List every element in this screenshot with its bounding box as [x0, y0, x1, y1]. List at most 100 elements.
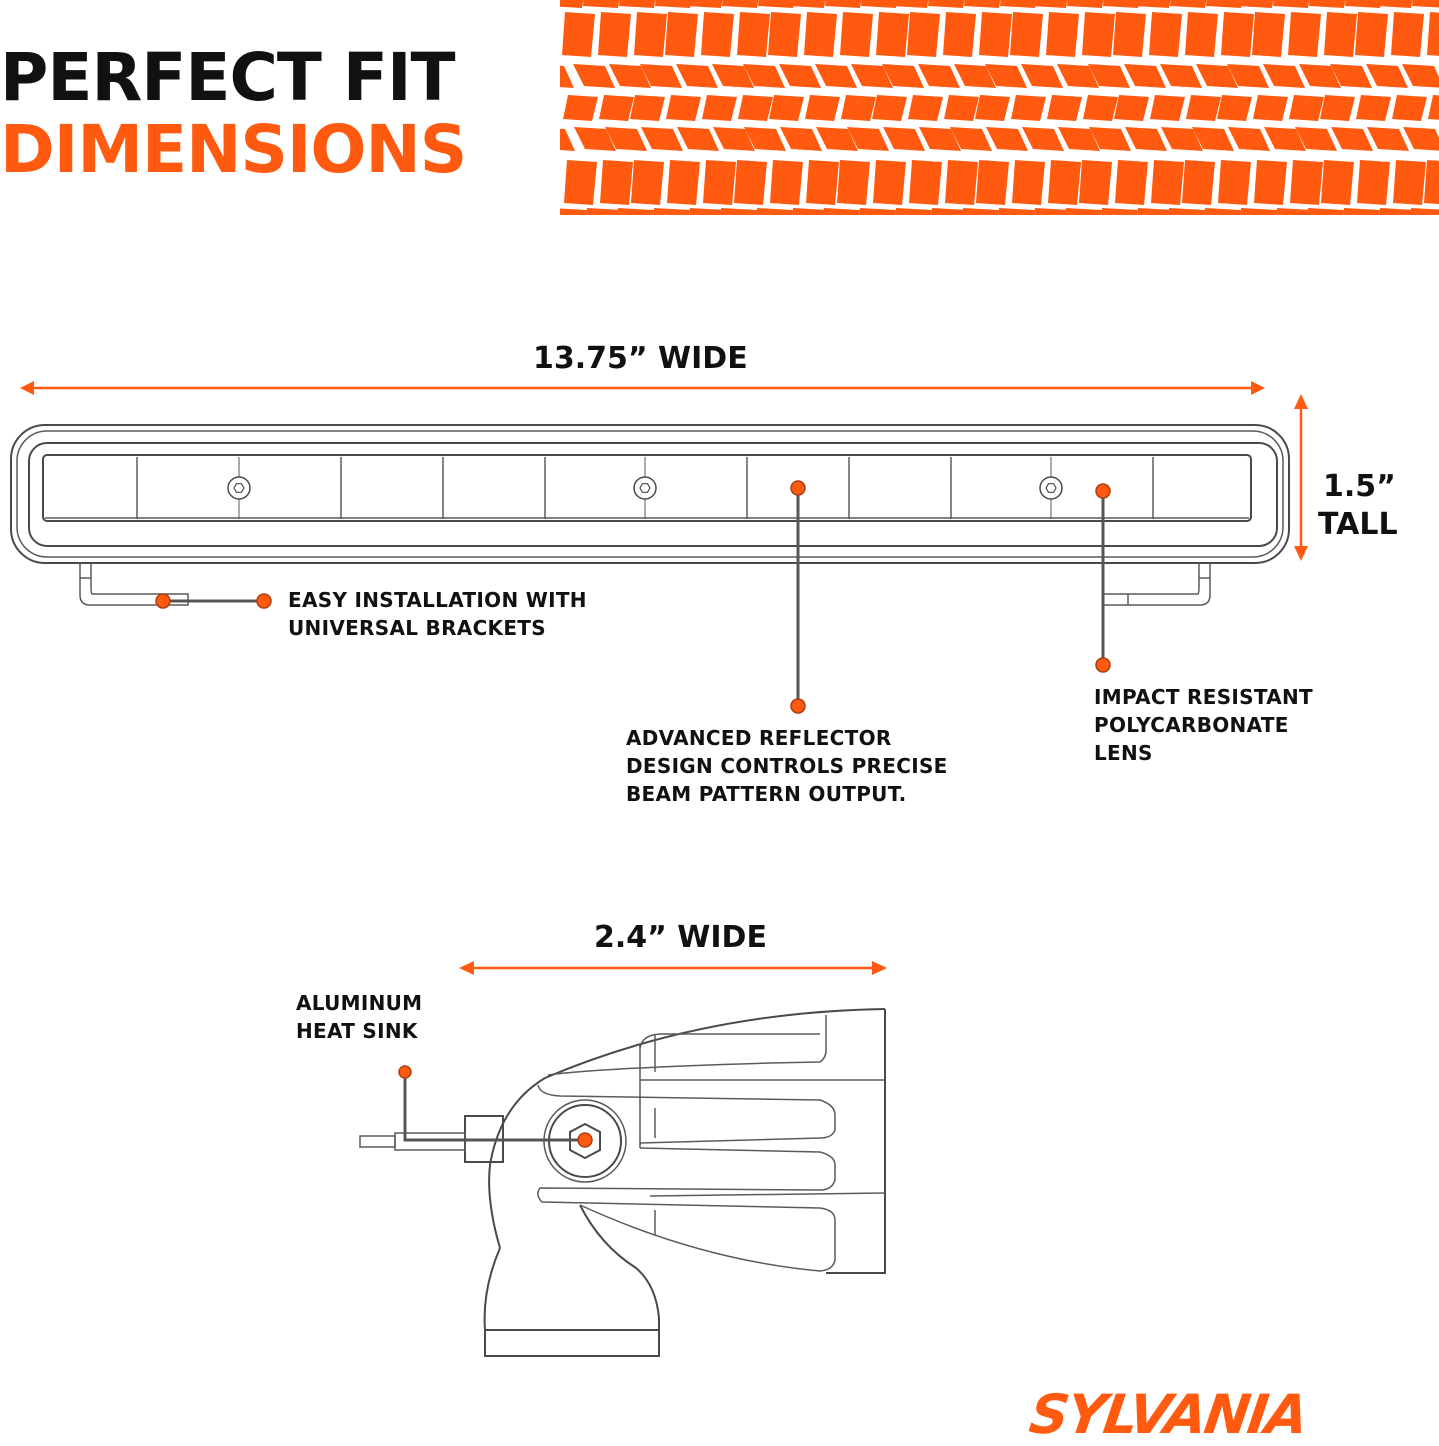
tread-block	[1289, 95, 1324, 121]
tread-block	[619, 0, 656, 8]
tread-block	[1010, 12, 1043, 57]
sylvania-logo: SYLVANIA	[1025, 1383, 1311, 1446]
tread-block	[564, 160, 597, 205]
tread-block	[945, 160, 978, 205]
tread-block	[676, 64, 718, 88]
tread-block	[1217, 95, 1252, 121]
tread-block	[823, 208, 860, 215]
tread-block	[789, 0, 826, 8]
tread-block	[1237, 0, 1274, 8]
tread-block	[1410, 208, 1439, 215]
tread-block	[1046, 12, 1079, 57]
tread-block	[954, 64, 996, 88]
tread-block	[1206, 0, 1243, 8]
reflector-segments	[136, 457, 1154, 519]
tread-block	[892, 0, 929, 8]
screw-head	[227, 476, 251, 500]
tread-block	[712, 64, 754, 88]
tread-block	[1113, 12, 1146, 57]
tire-tread-pattern	[560, 0, 1439, 215]
screws	[227, 476, 1063, 500]
tread-block	[964, 0, 1001, 8]
tread-block	[841, 95, 876, 121]
tread-block	[1134, 0, 1171, 8]
tread-block	[1186, 95, 1221, 121]
tread-block	[1048, 160, 1081, 205]
tread-block	[1125, 127, 1167, 151]
light-bar-housing	[10, 424, 1290, 564]
tread-block	[805, 95, 840, 121]
tread-block	[1170, 0, 1207, 8]
tread-block	[1307, 208, 1344, 215]
tread-block	[1057, 64, 1099, 88]
tread-block	[1089, 127, 1131, 151]
tread-block	[713, 127, 755, 151]
tread-block	[975, 95, 1010, 121]
screw-head	[1039, 476, 1063, 500]
hex-socket-icon	[639, 483, 651, 493]
tread-block	[962, 208, 999, 215]
width-dimension-arrow	[20, 381, 1265, 395]
callout-brackets: EASY INSTALLATION WITH UNIVERSAL BRACKET…	[288, 588, 587, 640]
tread-block	[1065, 208, 1102, 215]
tread-block	[598, 12, 631, 57]
bar-width-label: 13.75” WIDE	[533, 341, 748, 376]
tread-block	[1392, 95, 1427, 121]
tread-block	[1204, 208, 1241, 215]
hex-socket-icon	[1045, 483, 1057, 493]
tread-block	[1320, 95, 1355, 121]
tread-block	[1290, 160, 1323, 205]
tread-block	[1288, 12, 1321, 57]
tread-block	[1182, 160, 1215, 205]
tread-block	[1263, 64, 1305, 88]
tread-block	[1185, 12, 1218, 57]
tread-block	[882, 64, 924, 88]
tread-block	[944, 95, 979, 121]
tread-block	[1083, 95, 1118, 121]
tread-block	[665, 12, 698, 57]
tread-block	[895, 208, 932, 215]
title-dimensions: DIMENSIONS	[0, 111, 467, 188]
tread-block	[1367, 127, 1409, 151]
tread-block	[743, 64, 785, 88]
tread-block	[1150, 95, 1185, 121]
tread-block	[701, 12, 734, 57]
tread-block	[1343, 208, 1380, 215]
tread-block	[876, 12, 909, 57]
tread-block	[1324, 12, 1357, 57]
tread-block	[872, 95, 907, 121]
tread-block	[1240, 208, 1277, 215]
tread-block	[985, 64, 1027, 88]
tread-block	[573, 64, 615, 88]
tread-block	[768, 12, 801, 57]
tread-block	[1402, 64, 1439, 88]
tread-block	[1011, 95, 1046, 121]
tread-block	[928, 0, 965, 8]
tread-block	[560, 65, 574, 88]
tread-block	[1276, 208, 1313, 215]
callout-lens: IMPACT RESISTANT POLYCARBONATE LENS	[1094, 685, 1313, 765]
tread-block	[1273, 0, 1310, 8]
tread-block	[950, 127, 992, 151]
tread-block	[630, 95, 665, 121]
tread-block	[1428, 95, 1439, 120]
tread-block	[1103, 0, 1140, 8]
tread-block	[586, 208, 623, 215]
tread-block	[873, 160, 906, 205]
tread-block	[837, 160, 870, 205]
heatsink-callout-leader	[398, 1065, 593, 1148]
tread-block	[677, 127, 719, 151]
tread-block	[641, 127, 683, 151]
tread-block	[1160, 64, 1202, 88]
tread-block	[1088, 64, 1130, 88]
lens-callout-leader	[1095, 483, 1111, 673]
tread-block	[734, 160, 767, 205]
tread-block	[1218, 160, 1251, 205]
tread-block	[1079, 160, 1112, 205]
tread-block	[847, 127, 889, 151]
tread-block	[737, 12, 770, 57]
tread-block	[574, 127, 616, 151]
tread-block	[640, 64, 682, 88]
height-dimension-arrow	[1294, 394, 1308, 561]
